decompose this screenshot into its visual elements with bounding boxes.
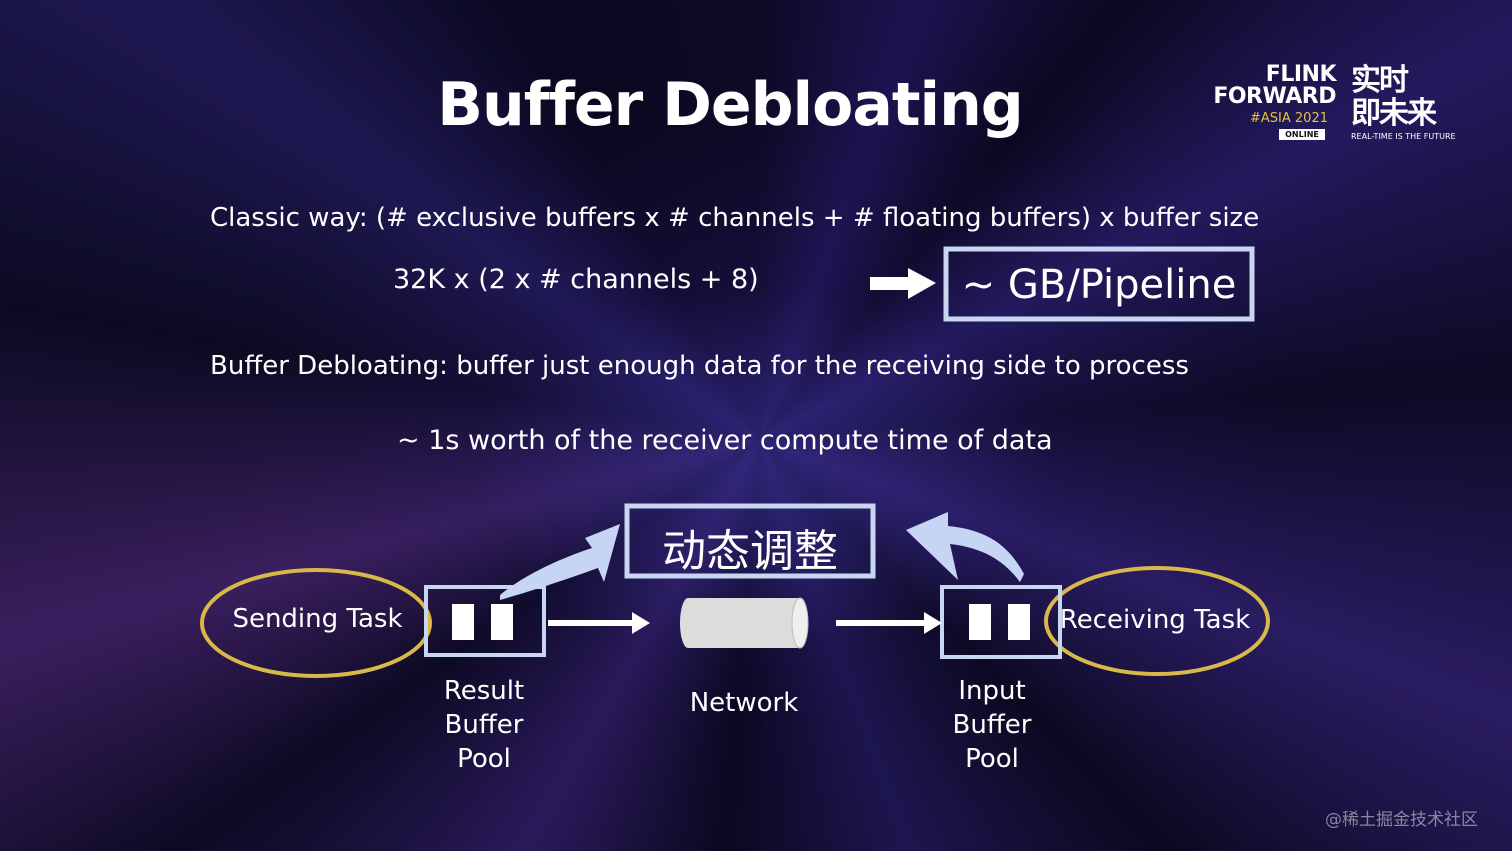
slide-title: Buffer Debloating (437, 70, 1023, 140)
input-buffer-pool (940, 585, 1062, 659)
adjust-box-label: 动态调整 (662, 526, 838, 577)
formula-line: 32K x (2 x # channels + 8) (393, 264, 759, 295)
result-pool-word: Pool (457, 744, 511, 774)
formula-arrow (870, 268, 936, 299)
watermark: @稀土掘金技术社区 (1325, 810, 1478, 830)
receiving-task-label: Receiving Task (1059, 605, 1251, 635)
adjust-box (624, 503, 876, 579)
sending-task-ellipse (200, 568, 432, 678)
network-cylinder (680, 597, 809, 649)
result-buffer-pool (424, 585, 546, 657)
network-label: Network (689, 688, 799, 718)
logo-line2: FORWARD (1213, 84, 1336, 109)
logo-chinese: 实时 即未来 (1351, 64, 1451, 130)
curved-arrow-right (906, 512, 1024, 582)
logo-online-badge: ONLINE (1279, 129, 1325, 140)
logo-edition: #ASIA 2021 (1250, 111, 1328, 126)
arrow-network-to-input (836, 612, 942, 634)
logo-cn-line1: 实时 (1351, 63, 1409, 98)
receiving-task-ellipse (1044, 566, 1270, 676)
input-pool-word: Buffer (952, 710, 1032, 740)
classic-way-line: Classic way: (# exclusive buffers x # ch… (210, 203, 1260, 233)
result-buffer-pool-label: Result Buffer Pool (424, 674, 544, 776)
debloat-line: Buffer Debloating: buffer just enough da… (210, 351, 1189, 381)
logo-line1: FLINK (1265, 62, 1337, 87)
input-buffer-pool-label: Input Buffer Pool (932, 674, 1052, 776)
flink-forward-logo: FLINK FORWARD (1196, 64, 1336, 108)
sending-task-label: Sending Task (232, 604, 403, 634)
input-pool-word: Pool (965, 744, 1019, 774)
arrow-result-to-network (548, 612, 650, 634)
gb-pipeline-text: ~ GB/Pipeline (961, 262, 1237, 308)
result-pool-word: Buffer (444, 710, 524, 740)
gb-pipeline-box (943, 246, 1255, 322)
logo-cn-line2: 即未来 (1351, 96, 1437, 131)
worth-line: ~ 1s worth of the receiver compute time … (397, 425, 1053, 456)
input-pool-word: Input (958, 676, 1026, 706)
result-pool-word: Result (443, 676, 525, 706)
logo-tagline: REAL-TIME IS THE FUTURE (1351, 132, 1456, 141)
curved-arrow-left (500, 524, 620, 600)
